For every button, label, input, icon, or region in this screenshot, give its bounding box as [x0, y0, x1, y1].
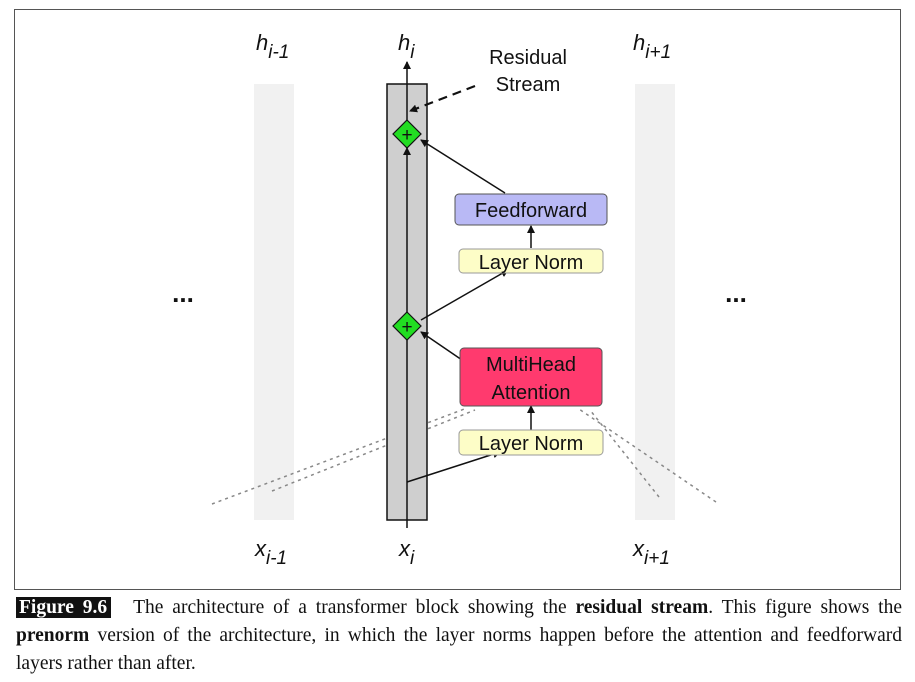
attention-label-line1: MultiHead: [486, 354, 576, 376]
figure-caption: Figure 9.6 The architecture of a transfor…: [16, 594, 902, 678]
plus-symbol: +: [401, 125, 412, 146]
ellipsis-left: ...: [172, 278, 194, 308]
transformer-block-diagram: + + Feedforward Layer Norm MultiHead Att…: [172, 30, 747, 569]
h-left-label: hi-1: [256, 30, 289, 63]
side-stream-left: [254, 84, 294, 520]
layernorm-bottom-box: Layer Norm: [458, 429, 604, 456]
side-stream-right: [635, 84, 675, 520]
layernorm-top-box: Layer Norm: [458, 248, 604, 274]
arrow-stream-to-layernorm-bottom: [406, 450, 501, 483]
plus-symbol: +: [401, 317, 412, 338]
add-node-bottom: +: [392, 311, 422, 341]
x-right-label: xi+1: [632, 536, 670, 569]
x-center-label: xi: [398, 536, 415, 569]
add-node-top: +: [392, 119, 422, 149]
caption-bold-term: prenorm: [16, 625, 90, 646]
caption-text: version of the architecture, in which th…: [16, 625, 902, 674]
residual-stream-pointer: [409, 84, 476, 113]
residual-label-line1: Residual: [489, 47, 567, 69]
caption-text: . This figure shows the: [708, 597, 902, 618]
layernorm-top-label: Layer Norm: [479, 252, 583, 274]
residual-label-line2: Stream: [496, 74, 560, 96]
feedforward-box: Feedforward: [454, 193, 608, 226]
attention-box: MultiHead Attention: [459, 347, 603, 407]
layernorm-bottom-label: Layer Norm: [479, 433, 583, 455]
h-center-label: hi: [398, 30, 415, 63]
x-left-label: xi-1: [254, 536, 287, 569]
attention-label-line2: Attention: [492, 382, 571, 404]
cross-position-attention-lines: [211, 407, 717, 505]
arrow-attention-to-plus: [420, 331, 463, 361]
ellipsis-right: ...: [725, 278, 747, 308]
feedforward-label: Feedforward: [475, 200, 587, 222]
arrow-plus-to-layernorm-top: [420, 269, 509, 321]
caption-bold-term: residual stream: [575, 597, 709, 618]
caption-text: The architecture of a transformer block …: [133, 597, 576, 618]
arrow-feedforward-to-plus: [420, 139, 506, 194]
figure-number-label: Figure 9.6: [16, 597, 112, 618]
h-right-label: hi+1: [633, 30, 671, 63]
